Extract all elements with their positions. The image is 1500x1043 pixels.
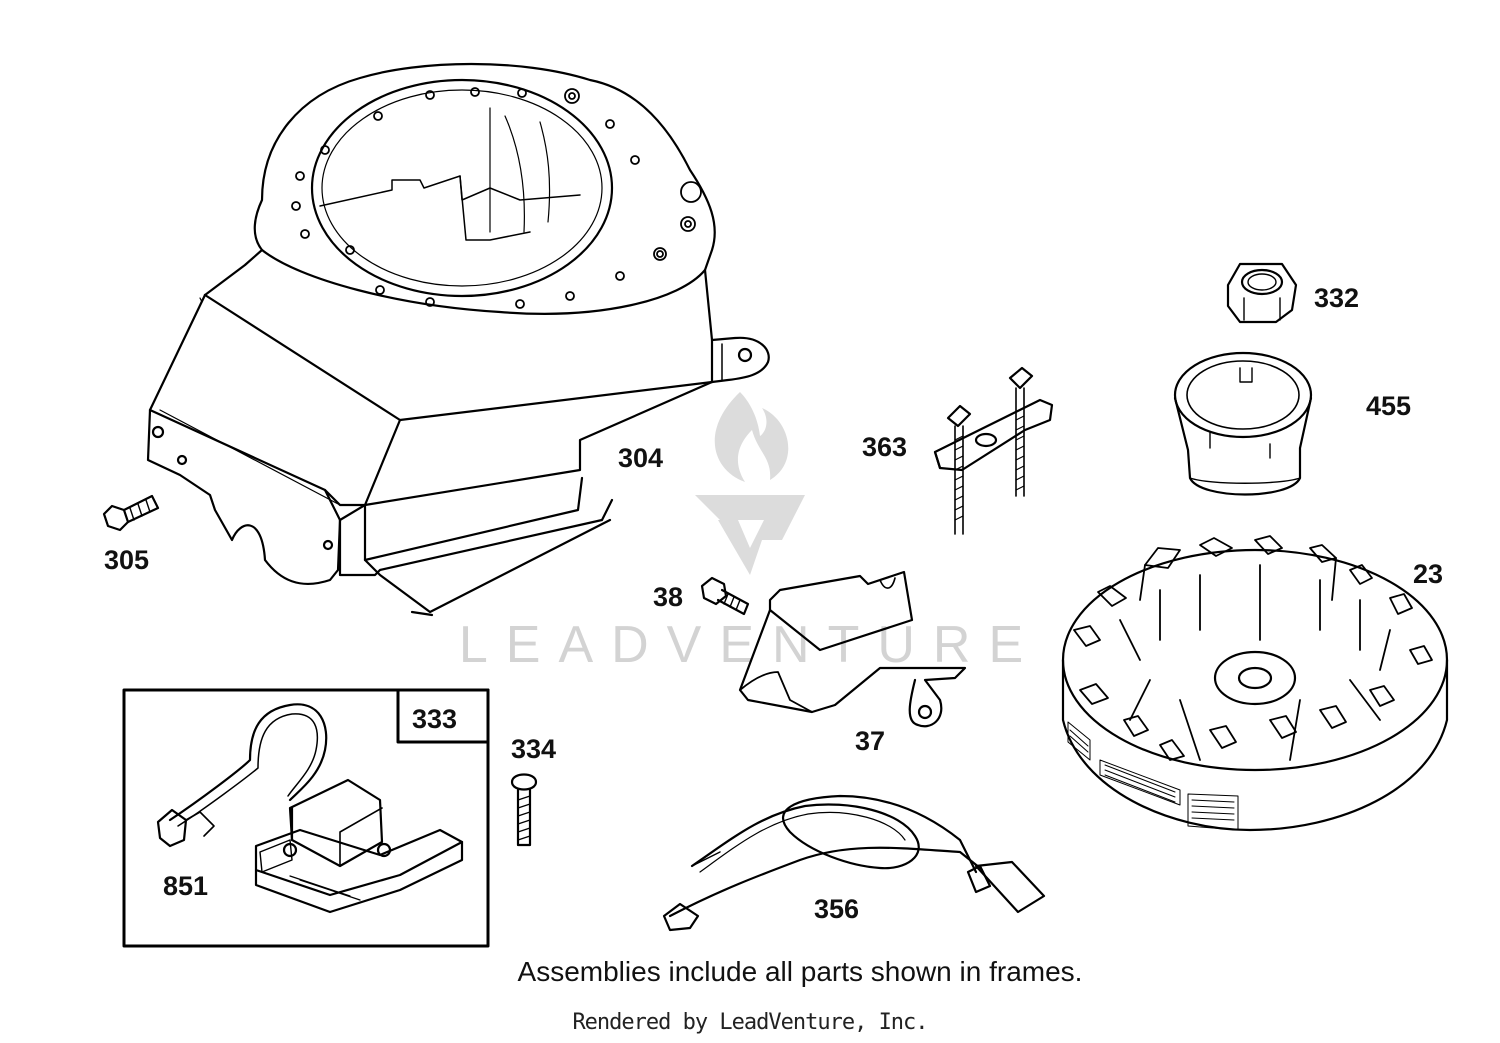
assembly-frame-333 bbox=[122, 688, 490, 948]
callout-37: 37 bbox=[855, 726, 886, 756]
callout-38: 38 bbox=[653, 582, 684, 612]
wire-356-part bbox=[662, 794, 1046, 932]
callout-363: 363 bbox=[862, 432, 908, 462]
screw-305-part bbox=[102, 494, 160, 532]
callout-455: 455 bbox=[1366, 391, 1412, 421]
nut-332-part bbox=[1226, 262, 1298, 324]
cup-455-part bbox=[1173, 351, 1313, 496]
callout-304: 304 bbox=[618, 443, 664, 473]
callout-851: 851 bbox=[163, 871, 209, 901]
screw-334-part bbox=[510, 773, 538, 847]
watermark-text: LEADVENTURE bbox=[458, 616, 1042, 674]
bracket-363-part bbox=[933, 366, 1054, 535]
callout-333: 333 bbox=[412, 704, 458, 734]
blower-housing-part bbox=[146, 62, 770, 617]
callout-332: 332 bbox=[1314, 283, 1360, 313]
render-credit: Rendered by LeadVenture, Inc. bbox=[572, 1010, 928, 1035]
armature-851-part bbox=[156, 703, 464, 914]
callout-305: 305 bbox=[104, 545, 150, 575]
air-guide-37-part bbox=[738, 570, 967, 728]
assemblies-footnote: Assemblies include all parts shown in fr… bbox=[517, 956, 1083, 987]
screw-38-part bbox=[700, 576, 750, 616]
callout-334: 334 bbox=[511, 734, 557, 764]
flywheel-23-part bbox=[1061, 535, 1449, 832]
callout-356: 356 bbox=[814, 894, 860, 924]
callout-23: 23 bbox=[1413, 559, 1444, 589]
watermark-logo bbox=[695, 392, 805, 575]
